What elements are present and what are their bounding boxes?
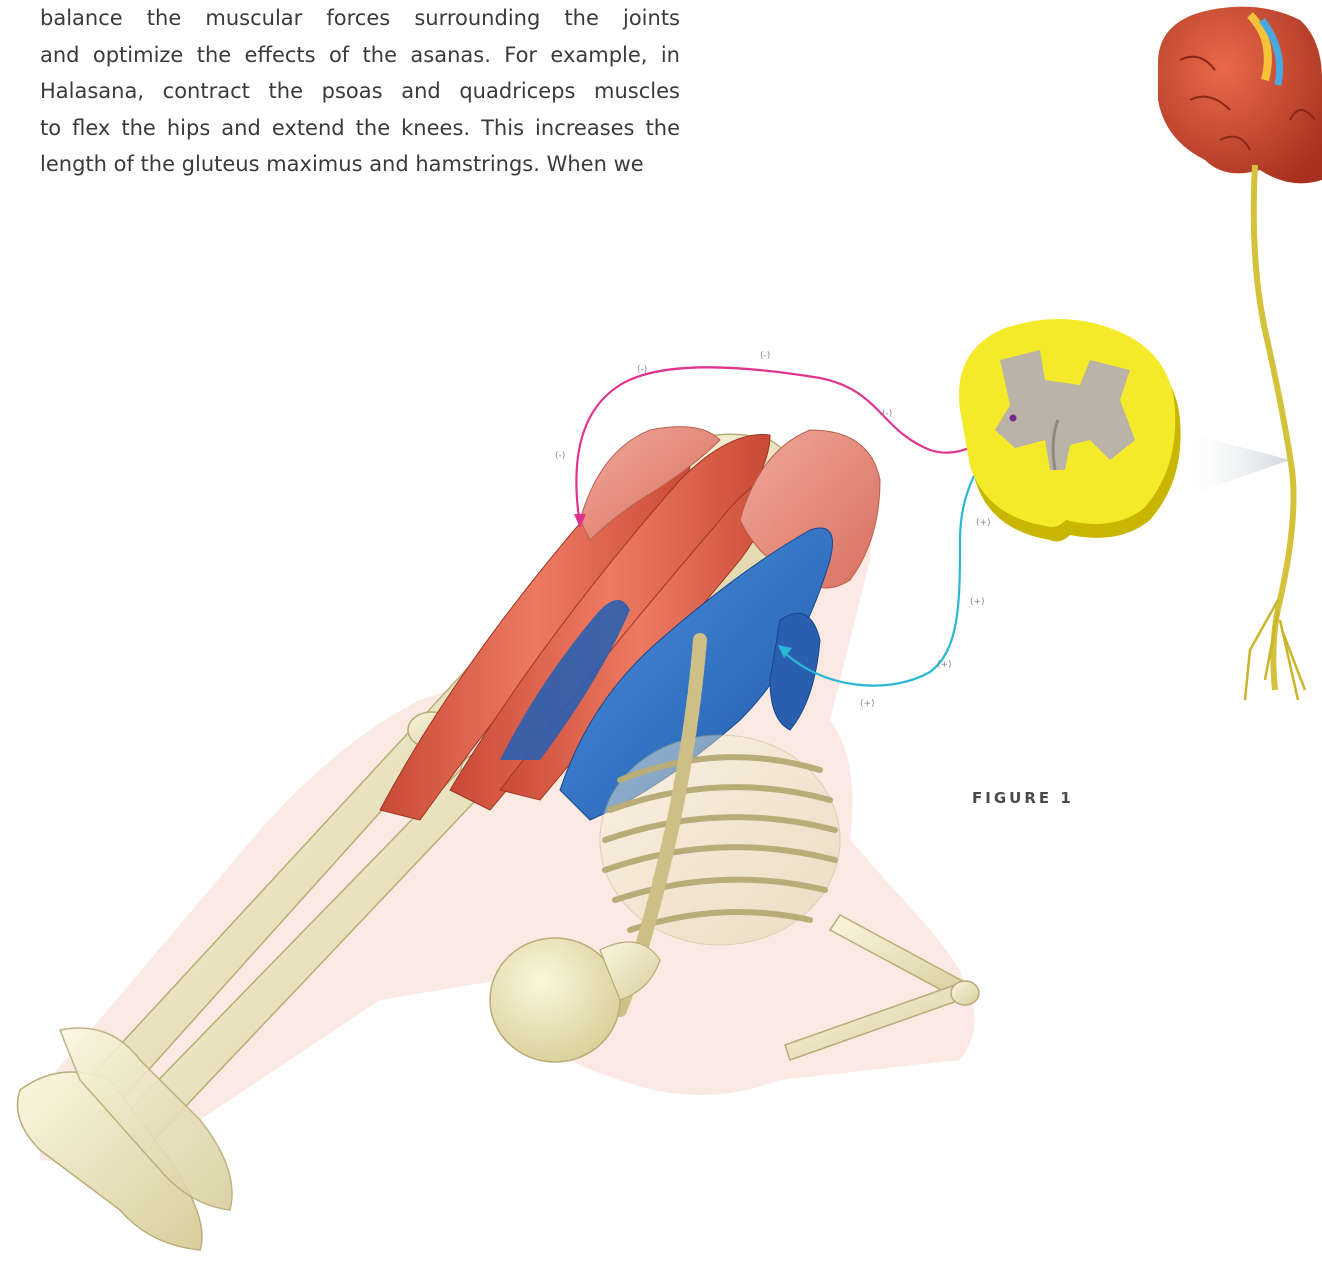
sign-label: (-) <box>555 451 565 461</box>
sign-label: (-) <box>637 365 647 375</box>
sign-label: (+) <box>976 518 991 528</box>
sign-label: (-) <box>882 409 892 419</box>
brain-and-nerve <box>1158 7 1322 700</box>
sign-label: (+) <box>860 699 875 709</box>
sign-label: (+) <box>970 597 985 607</box>
sign-label: (+) <box>937 660 952 670</box>
figure-label: FIGURE 1 <box>972 789 1074 807</box>
spinal-cord-section <box>959 319 1290 542</box>
sign-label: (-) <box>760 351 770 361</box>
